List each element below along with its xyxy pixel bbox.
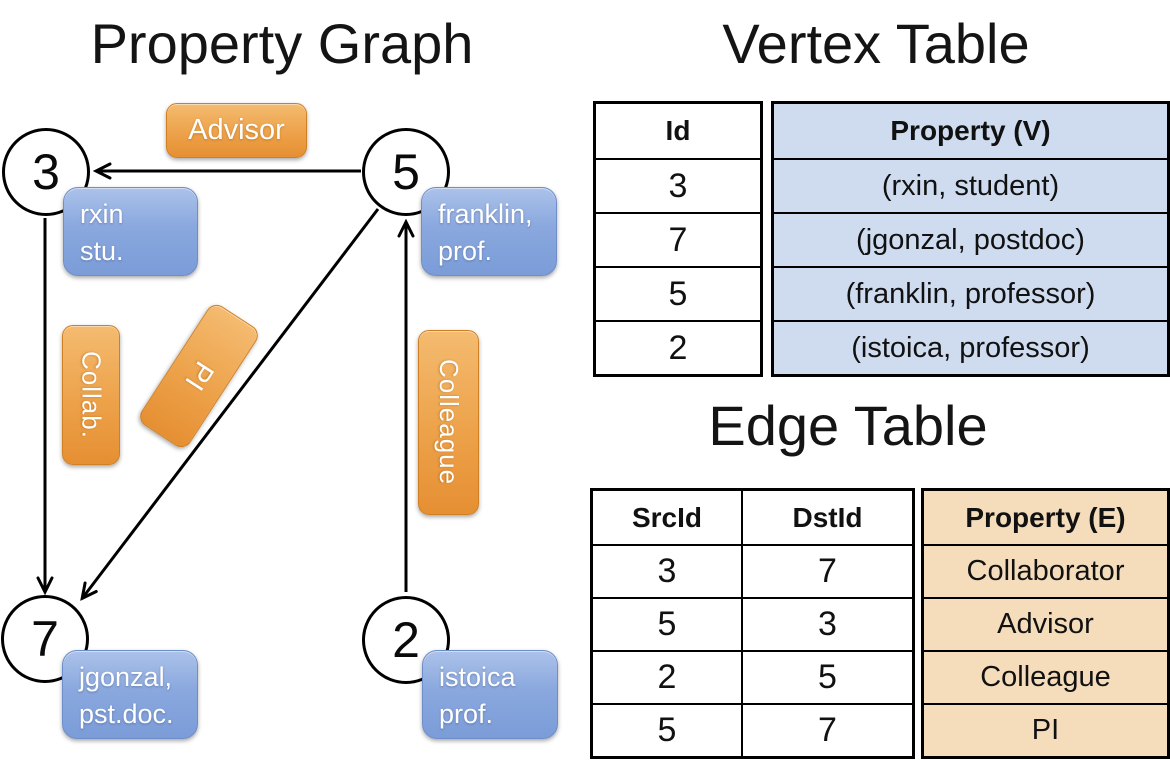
vertex-property-line2: prof. <box>438 236 493 266</box>
edge-table-cell-dst: 3 <box>741 597 912 650</box>
vertex-property-line2: prof. <box>439 699 494 729</box>
node-circle-5: 5 <box>362 128 450 216</box>
node-circle-2: 2 <box>362 596 450 684</box>
vertex-property-line2: pst.doc. <box>79 699 174 729</box>
edge-table-property-column: Property (E) Collaborator Advisor Collea… <box>921 488 1170 759</box>
vertex-table-header-id: Id <box>665 115 691 146</box>
edge-table-cell-property: Advisor <box>924 597 1167 650</box>
edge-table-cell-src: 5 <box>593 597 741 650</box>
node-id-5: 5 <box>392 144 420 200</box>
edge-label-colleague: Colleague <box>434 359 464 486</box>
edge-table-cell-dst: 7 <box>741 544 912 597</box>
vertex-property-box-7: jgonzal, pst.doc. <box>62 650 198 739</box>
vertex-table-cell-property: (istoica, professor) <box>774 320 1167 374</box>
edge-line-pi-5-to-7 <box>84 208 380 596</box>
edge-table-cell-src: 5 <box>593 703 741 756</box>
edge-label-box-colleague: Colleague <box>418 330 479 515</box>
edge-table-cell-property: Colleague <box>924 650 1167 703</box>
edge-table-header-dstid: DstId <box>741 491 912 544</box>
node-id-7: 7 <box>31 611 59 667</box>
vertex-property-box-2: istoica prof. <box>422 650 558 739</box>
edge-label-box-advisor: Advisor <box>166 103 307 158</box>
edge-table-id-columns: SrcId DstId 3 7 5 3 2 5 5 7 <box>590 488 915 759</box>
vertex-table-cell-property: (jgonzal, postdoc) <box>774 212 1167 266</box>
edge-table-cell-src: 2 <box>593 650 741 703</box>
vertex-table-cell-property: (franklin, professor) <box>774 266 1167 320</box>
vertex-property-line1: rxin <box>80 199 124 229</box>
vertex-table-cell-id: 3 <box>596 158 760 212</box>
edge-label-advisor: Advisor <box>188 114 285 146</box>
edge-table-cell-dst: 5 <box>741 650 912 703</box>
vertex-property-line1: jgonzal, <box>79 662 173 692</box>
vertex-table-header-property: Property (V) <box>774 104 1167 158</box>
edge-label-pi: PI <box>178 355 221 397</box>
edge-label-box-collab: Collab. <box>62 325 120 465</box>
vertex-property-line2: stu. <box>80 236 124 266</box>
vertex-property-line1: franklin, <box>438 199 533 229</box>
vertex-table-cell-id: 5 <box>596 266 760 320</box>
property-graph-title: Property Graph <box>90 12 474 75</box>
graph-edges-layer <box>0 0 585 760</box>
vertex-property-line1: istoica <box>439 662 516 692</box>
vertex-table-cell-id: 2 <box>596 320 760 374</box>
node-id-3: 3 <box>32 144 60 200</box>
edge-label-collab: Collab. <box>76 351 107 439</box>
edge-table-cell-dst: 7 <box>741 703 912 756</box>
edge-table-header-property: Property (E) <box>924 491 1167 544</box>
edge-table-cell-property: PI <box>924 703 1167 756</box>
node-id-2: 2 <box>392 612 420 668</box>
vertex-table-title: Vertex Table <box>722 12 1030 75</box>
edge-table-header-srcid: SrcId <box>631 501 703 533</box>
edge-table-title: Edge Table <box>708 394 988 457</box>
edge-table-cell-property: Collaborator <box>924 544 1167 597</box>
edge-table-cell-src: 3 <box>593 544 741 597</box>
vertex-table-id-column: Id 3 7 5 2 <box>593 101 763 377</box>
vertex-table-property-column: Property (V) (rxin, student) (jgonzal, p… <box>771 101 1170 377</box>
vertex-table-cell-id: 7 <box>596 212 760 266</box>
vertex-property-box-3: rxin stu. <box>63 187 198 276</box>
vertex-property-box-5: franklin, prof. <box>421 187 557 276</box>
vertex-table-cell-property: (rxin, student) <box>774 158 1167 212</box>
